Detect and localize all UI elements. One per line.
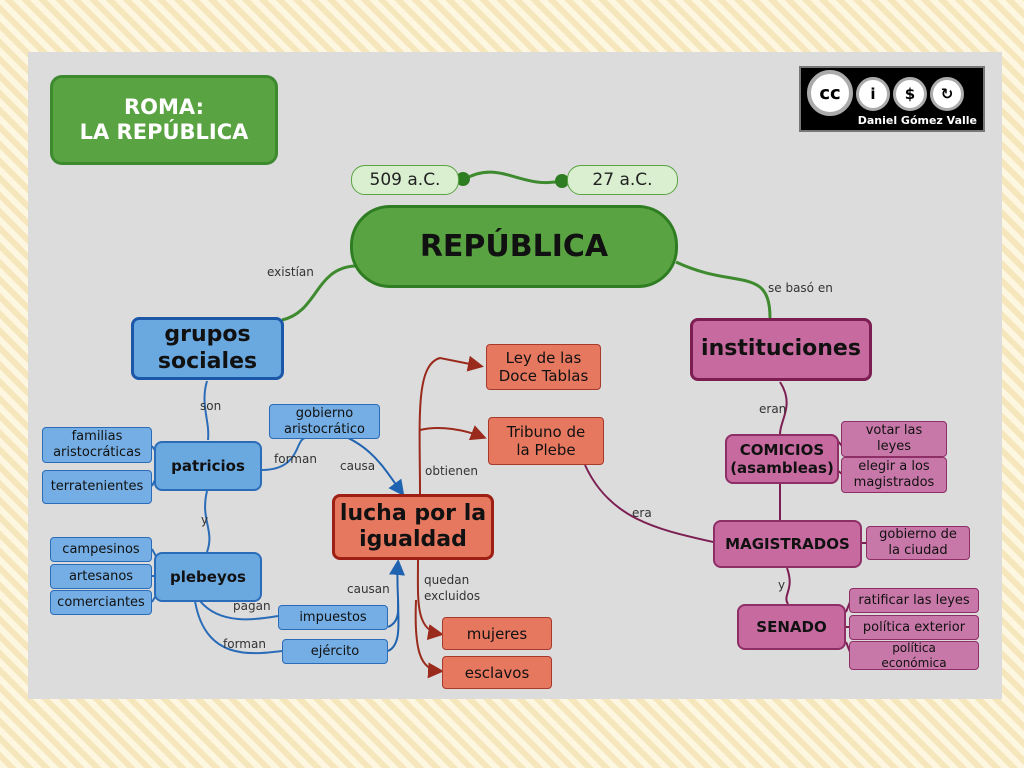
node-comicios: COMICIOS (asambleas) — [725, 434, 839, 484]
leaf-artesanos: artesanos — [50, 564, 152, 589]
leaf-esclavos: esclavos — [442, 656, 552, 689]
label-causan: causan — [347, 582, 390, 596]
cc-icon: cc — [807, 70, 853, 116]
label-son: son — [200, 399, 222, 413]
leaf-impuestos: impuestos — [278, 605, 388, 630]
node-grupos-sociales: grupos sociales — [131, 317, 284, 380]
link-y-senado — [785, 567, 791, 605]
leaf-mujeres: mujeres — [442, 617, 552, 650]
map-title: ROMA: LA REPÚBLICA — [50, 75, 278, 165]
license-badge: cc i $ ↻ Daniel Gómez Valle — [799, 66, 985, 132]
link-existian — [281, 264, 356, 322]
leaf-gobierno-ciudad: gobierno de la ciudad — [866, 526, 970, 560]
link-era — [584, 464, 714, 543]
link-son — [203, 380, 210, 441]
link-forman-gobierno — [261, 437, 306, 471]
link-pagan — [199, 600, 279, 621]
leaf-ejercito: ejército — [282, 639, 388, 664]
link-y-plebeyos — [204, 490, 211, 553]
node-magistrados: MAGISTRADOS — [713, 520, 862, 568]
leaf-tribuno-plebe: Tribuno de la Plebe — [488, 417, 604, 465]
timeline-line — [462, 170, 563, 185]
label-eran: eran — [759, 402, 787, 416]
leaf-comerciantes: comerciantes — [50, 590, 152, 615]
leaf-ratificar-leyes: ratificar las leyes — [849, 588, 979, 613]
leaf-campesinos: campesinos — [50, 537, 152, 562]
date-start: 509 a.C. — [351, 165, 459, 195]
link-obtienen — [418, 355, 484, 495]
label-y-senado: y — [778, 578, 786, 592]
label-causa: causa — [340, 459, 376, 473]
license-author: Daniel Gómez Valle — [857, 114, 977, 127]
leaf-familias-aristocraticas: familias aristocráticas — [42, 427, 152, 463]
leaf-votar-leyes: votar las leyes — [841, 421, 947, 457]
node-senado: SENADO — [737, 604, 846, 650]
date-end: 27 a.C. — [567, 165, 678, 195]
timeline-dot-start — [456, 172, 470, 186]
link-excluidos — [416, 559, 444, 640]
label-existian: existían — [267, 265, 314, 279]
leaf-politica-exterior: política exterior — [849, 615, 979, 640]
central-node-republica: REPÚBLICA — [350, 205, 678, 288]
leaf-elegir-magistrados: elegir a los magistrados — [841, 457, 947, 493]
label-se-baso-en: se basó en — [768, 281, 833, 295]
leaf-terratenientes: terratenientes — [42, 470, 152, 504]
label-quedan-excluidos: quedan excluidos — [424, 573, 481, 603]
noncommercial-icon: $ — [893, 77, 927, 111]
link-forman-ejercito — [194, 600, 283, 655]
node-patricios: patricios — [154, 441, 262, 491]
label-pagan: pagan — [233, 599, 271, 613]
leaf-politica-economica: política económica — [849, 641, 979, 670]
leaf-ley-doce-tablas: Ley de las Doce Tablas — [486, 344, 601, 390]
node-instituciones: instituciones — [690, 318, 872, 381]
label-era: era — [632, 506, 652, 520]
label-obtienen: obtienen — [425, 464, 478, 478]
sharealike-icon: ↻ — [930, 77, 964, 111]
leaf-gobierno-aristocratico: gobierno aristocrático — [269, 404, 380, 439]
link-se-baso-en — [675, 260, 772, 319]
label-forman-plebeyos: forman — [223, 637, 266, 651]
timeline-dot-end — [555, 174, 569, 188]
node-lucha-por-la-igualdad: lucha por la igualdad — [332, 494, 494, 560]
node-plebeyos: plebeyos — [154, 552, 262, 602]
label-forman-patricios: forman — [274, 452, 317, 466]
by-icon: i — [856, 77, 890, 111]
link-eran — [779, 381, 788, 435]
label-y-plebeyos: y — [201, 513, 209, 527]
